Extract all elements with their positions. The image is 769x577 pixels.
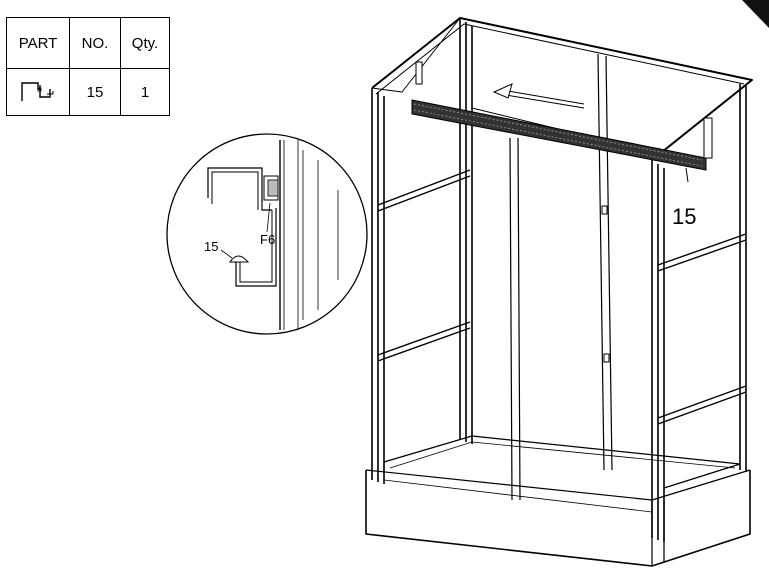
part-15-rail bbox=[411, 99, 707, 171]
bracket bbox=[601, 205, 608, 215]
detail-fastener-label: F6 bbox=[260, 232, 275, 247]
header-part: PART bbox=[6, 17, 70, 69]
parts-table: PART NO. Qty. 15 1 bbox=[6, 17, 170, 116]
quantity-cell: 1 bbox=[120, 68, 170, 116]
parts-table-header-row: PART NO. Qty. bbox=[6, 17, 170, 69]
bracket bbox=[603, 353, 610, 363]
parts-table-row: 15 1 bbox=[6, 68, 170, 116]
main-callout-label: 15 bbox=[672, 204, 696, 229]
profile-bracket-icon bbox=[21, 82, 54, 101]
direction-arrow-icon bbox=[492, 83, 585, 109]
callout-leader bbox=[685, 167, 689, 183]
part-number-cell: 15 bbox=[69, 68, 121, 116]
greenhouse-frame bbox=[365, 17, 753, 567]
detail-part-label: 15 bbox=[204, 239, 218, 254]
corner-tab-icon bbox=[742, 0, 769, 28]
part-cell bbox=[6, 68, 70, 116]
bracket bbox=[415, 61, 423, 85]
bracket bbox=[703, 117, 713, 159]
detail-magnifier bbox=[166, 133, 368, 335]
header-no: NO. bbox=[69, 17, 121, 69]
